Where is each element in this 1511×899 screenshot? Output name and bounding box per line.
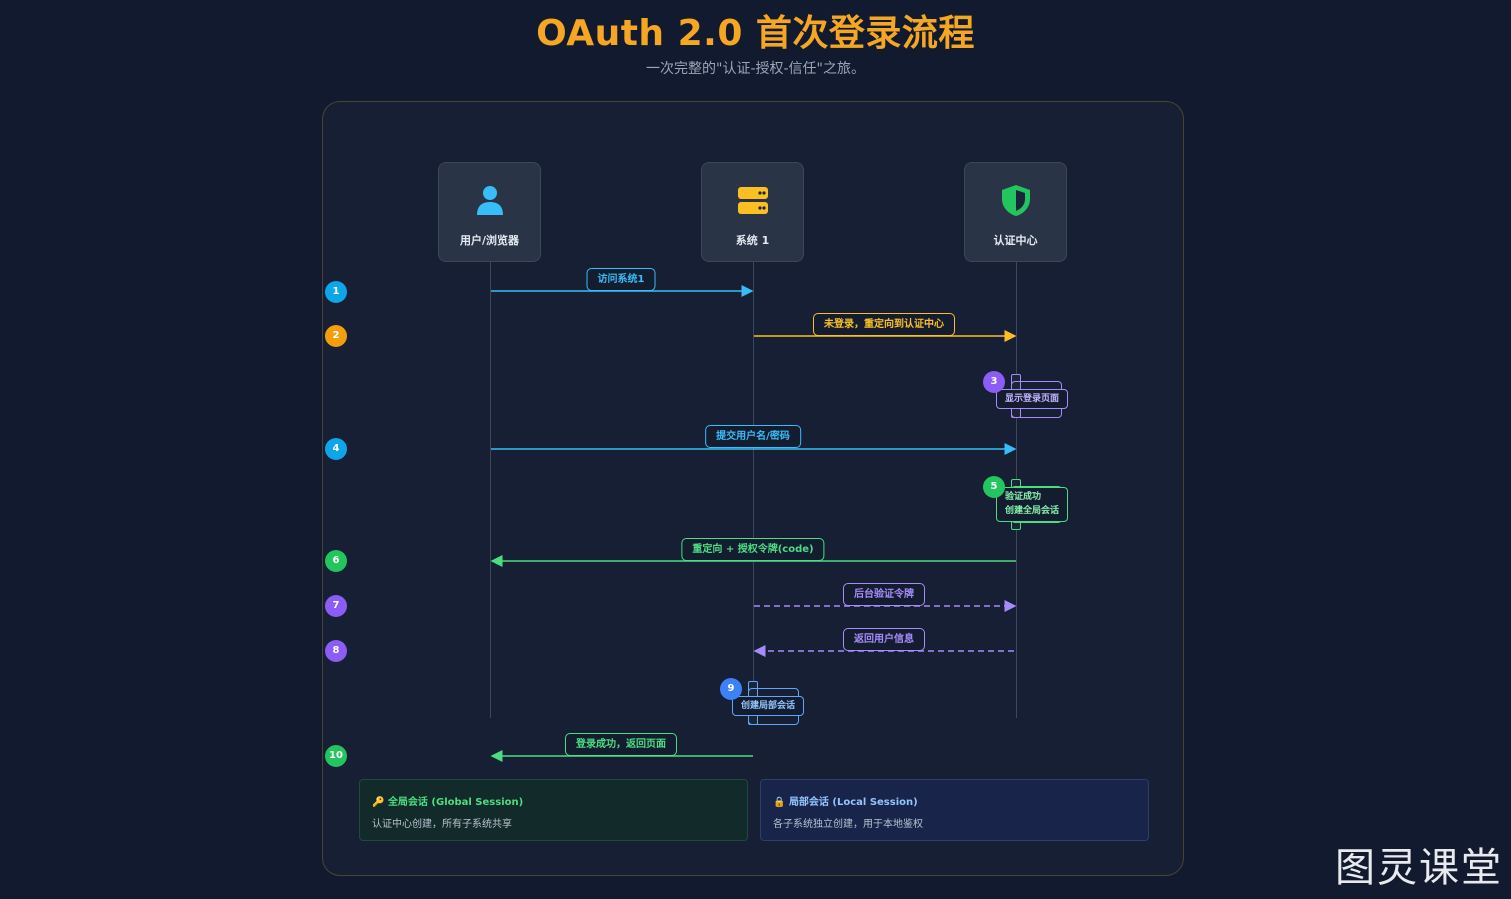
legend-description: 各子系统独立创建，用于本地鉴权 [773,819,923,830]
note-line-2: 创建全局会话 [1005,506,1060,516]
note-label-9: 创建局部会话 [732,696,805,716]
step-number-2: 2 [325,325,347,347]
actor-auth-center: 认证中心 [964,162,1067,262]
step-number-9: 9 [720,678,742,700]
legend-description: 认证中心创建，所有子系统共享 [372,819,512,830]
message-label-8: 返回用户信息 [843,628,925,651]
message-label-2: 未登录，重定向到认证中心 [813,313,955,336]
legend-title: 🔑 全局会话 (Global Session) [372,797,524,808]
step-number-8: 8 [325,640,347,662]
actor-user-browser: 用户/浏览器 [438,162,541,262]
note-label-5: 验证成功 创建全局会话 [996,487,1069,522]
message-label-10: 登录成功，返回页面 [565,733,677,756]
lifeline-system-1 [753,262,754,718]
legend-global-session: 🔑 全局会话 (Global Session) 认证中心创建，所有子系统共享 [359,779,748,841]
page-title: OAuth 2.0 首次登录流程 [536,13,975,54]
server-icon [702,183,803,217]
actor-name: 认证中心 [993,234,1038,247]
actor-system-1: 系统 1 [701,162,804,262]
shield-icon [965,183,1066,217]
legend-title: 🔒 局部会话 (Local Session) [773,797,918,808]
step-number-6: 6 [325,550,347,572]
step-number-10: 10 [325,745,347,767]
message-label-7: 后台验证令牌 [843,583,925,606]
step-number-7: 7 [325,595,347,617]
message-label-6: 重定向 + 授权令牌(code) [681,538,825,561]
step-number-5: 5 [983,476,1005,498]
key-icon: 🔑 [372,797,385,808]
actor-name: 用户/浏览器 [459,234,520,247]
note-label-3: 显示登录页面 [996,389,1069,409]
step-number-3: 3 [983,371,1005,393]
note-line-1: 验证成功 [1005,492,1042,502]
lifeline-user [490,262,491,718]
lock-icon: 🔒 [773,797,786,808]
message-label-1: 访问系统1 [586,268,656,291]
legend-local-session: 🔒 局部会话 (Local Session) 各子系统独立创建，用于本地鉴权 [760,779,1149,841]
message-label-4: 提交用户名/密码 [705,425,801,448]
user-icon [439,183,540,217]
page-subtitle: 一次完整的"认证-授权-信任"之旅。 [646,61,865,77]
step-number-4: 4 [325,438,347,460]
actor-name: 系统 1 [735,234,770,247]
step-number-1: 1 [325,281,347,303]
watermark-logo: 图灵课堂 [1335,845,1503,891]
